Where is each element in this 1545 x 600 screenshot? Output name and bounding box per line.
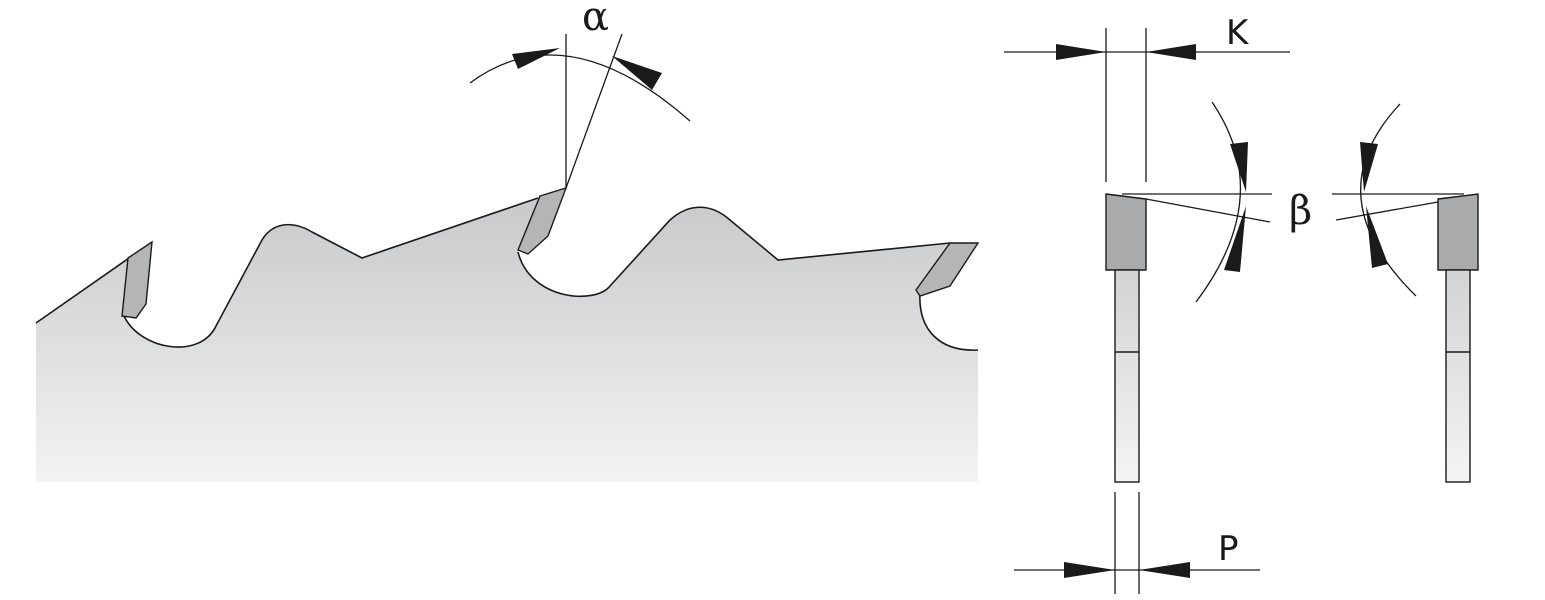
- rake-angle-label: α: [582, 0, 609, 40]
- bevel-arrow-left-top-icon: [1230, 142, 1248, 192]
- bevel-arc-right: [1360, 103, 1417, 297]
- plate-arrow-right-icon: [1139, 562, 1190, 578]
- bevel-face-line-right: [1335, 201, 1439, 221]
- rake-arrow-left-icon: [512, 48, 560, 69]
- bevel-face-line-left: [1145, 198, 1271, 223]
- blade-outline: [35, 197, 979, 351]
- plate-label: P: [1218, 529, 1239, 569]
- rake-face-line: [565, 33, 623, 189]
- rake-arrow-right-icon: [612, 56, 662, 90]
- bevel-arrow-right-bottom-icon: [1366, 206, 1388, 268]
- kerf-arrow-right-icon: [1146, 44, 1196, 60]
- bevel-arc-left: [1195, 101, 1242, 303]
- tooth-front-right: [1437, 193, 1479, 271]
- blade-side-view: α: [35, 0, 980, 482]
- rake-angle-arc: [469, 54, 691, 122]
- plate-arrow-left-icon: [1064, 562, 1115, 578]
- kerf-label: K: [1226, 13, 1250, 53]
- plate-right: [1445, 269, 1471, 483]
- bevel-arrow-right-top-icon: [1360, 142, 1378, 192]
- bevel-angle-label: β: [1289, 188, 1312, 234]
- blade-front-view: K P β: [1004, 13, 1479, 594]
- carbide-tip-2: [517, 186, 568, 255]
- carbide-tip-3: [915, 242, 980, 297]
- carbide-tip-1: [121, 240, 153, 319]
- blade-body: [36, 198, 978, 482]
- tooth-front-left: [1105, 193, 1147, 271]
- bevel-arrow-left-bottom-icon: [1224, 206, 1246, 272]
- plate-left: [1114, 269, 1140, 483]
- kerf-arrow-left-icon: [1056, 44, 1106, 60]
